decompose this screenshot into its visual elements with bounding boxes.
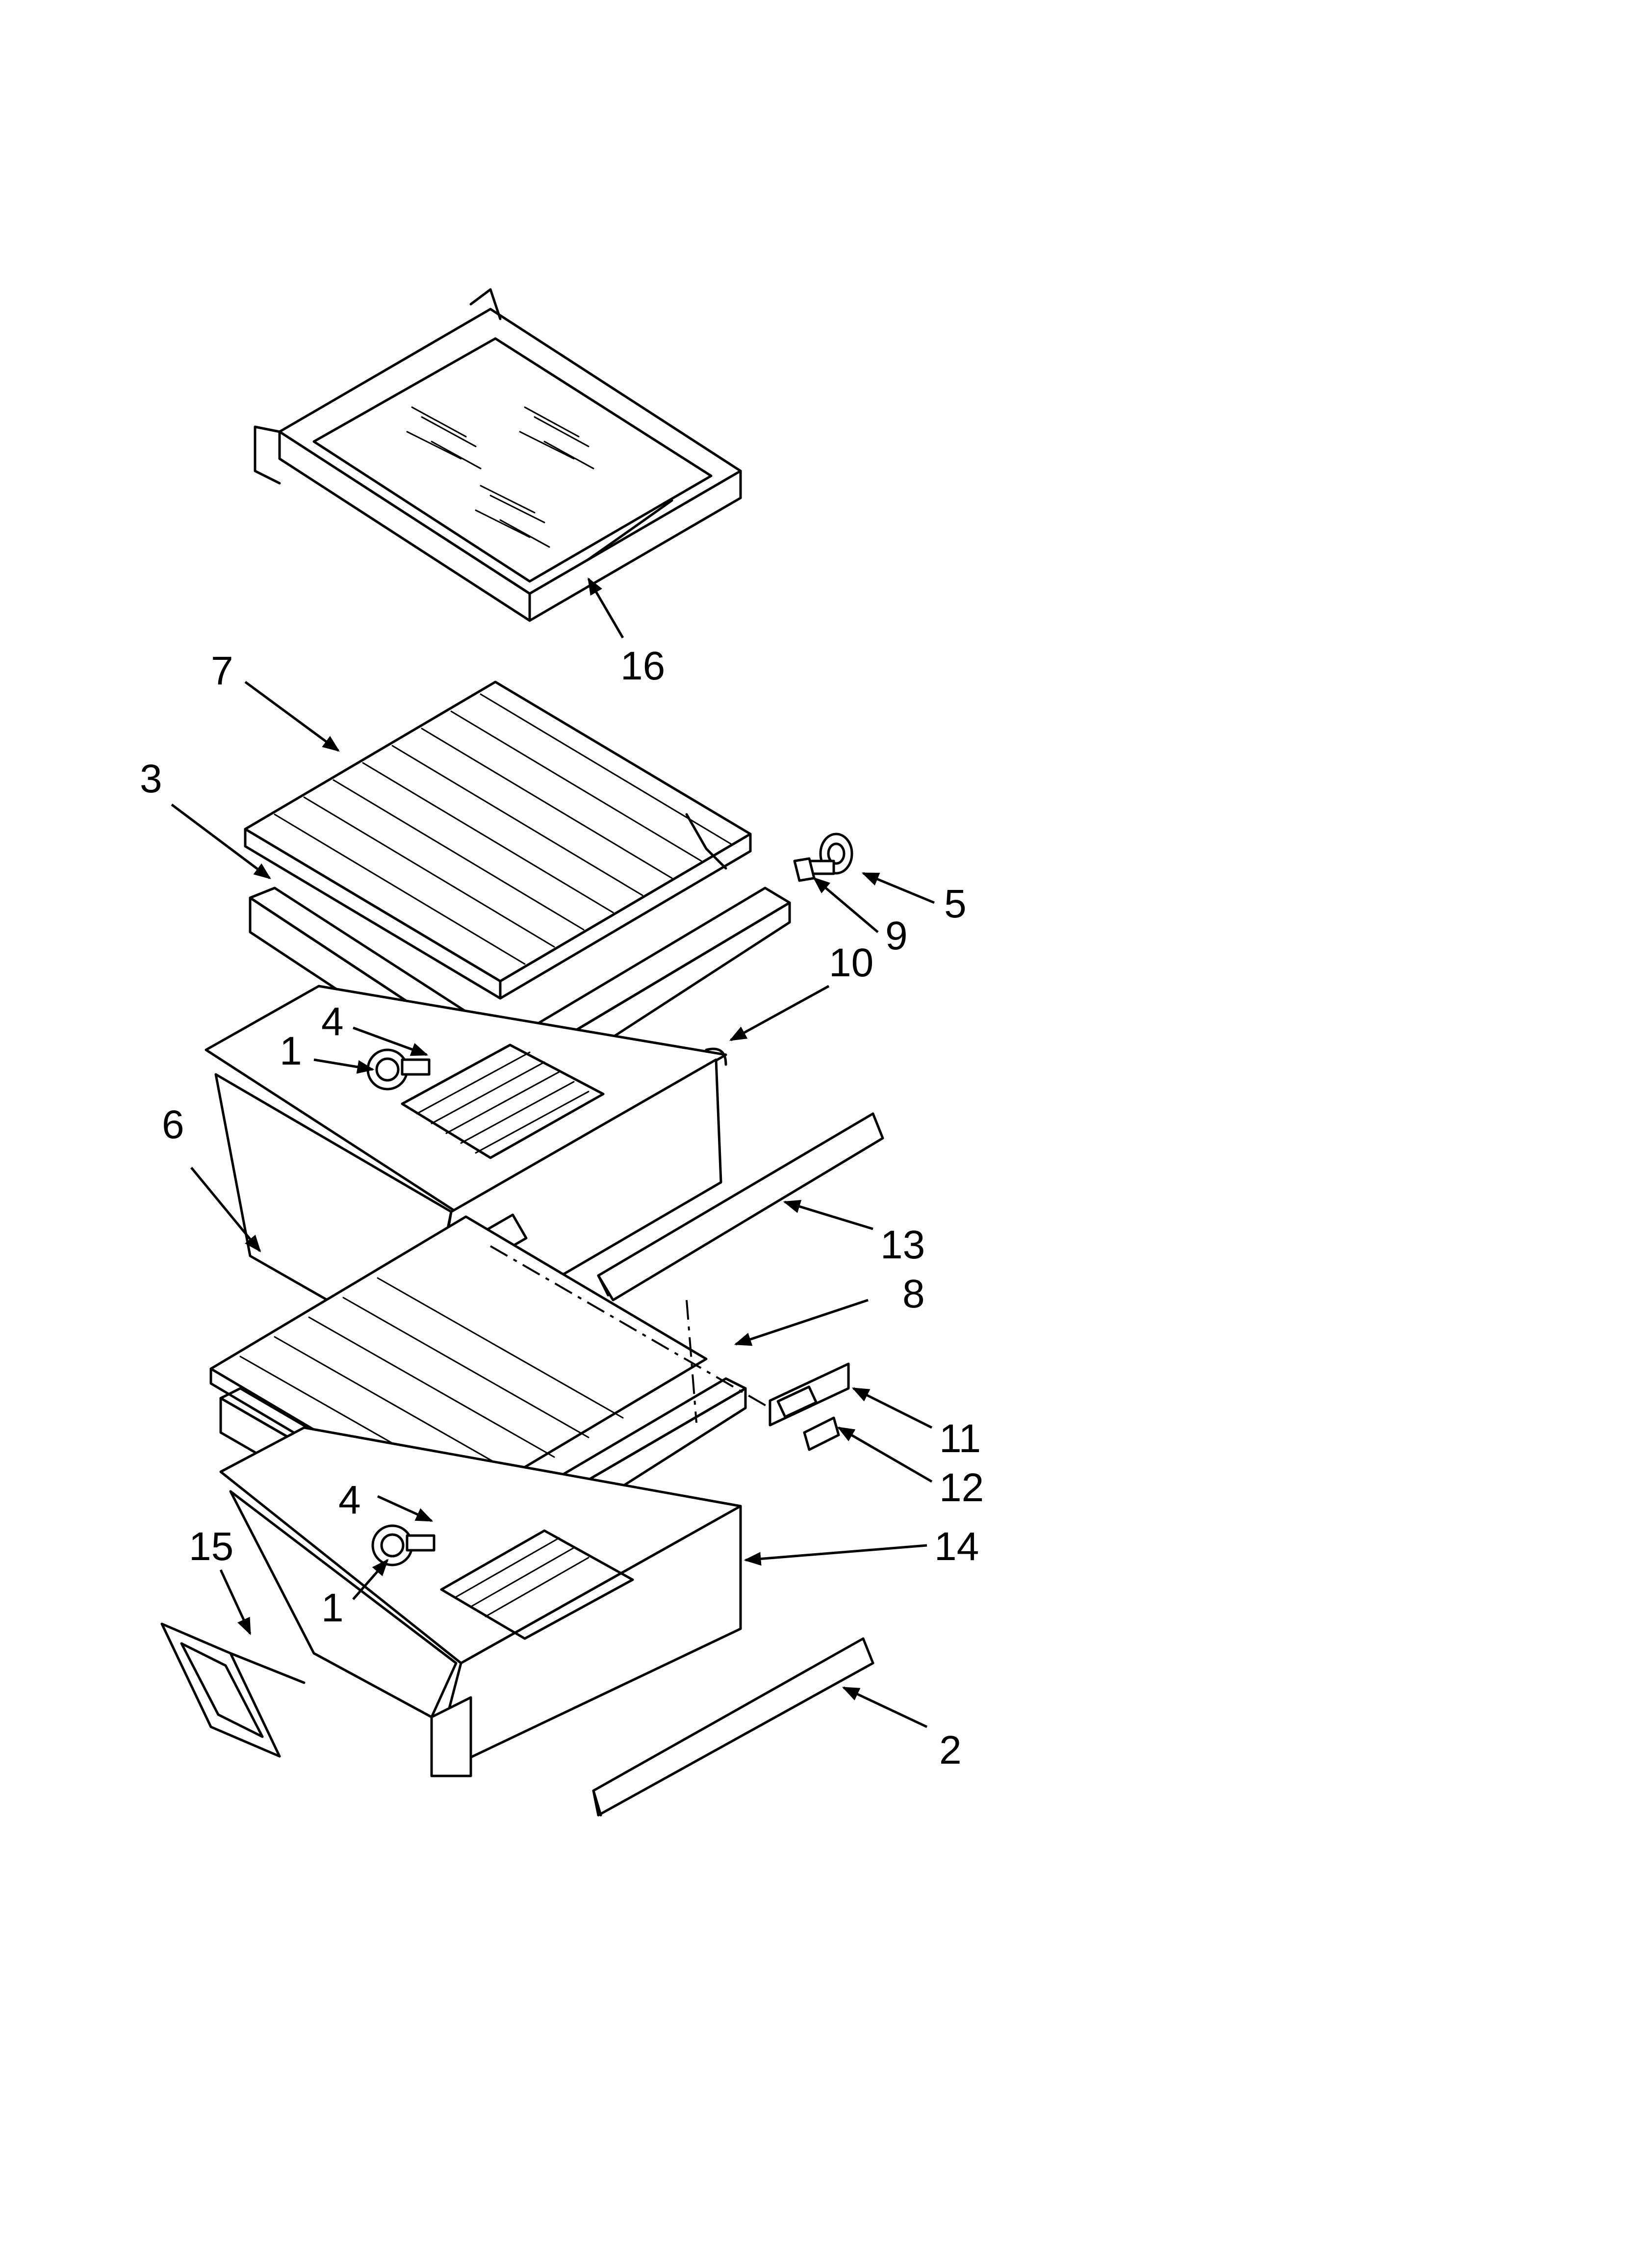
callout-7: 7	[211, 649, 233, 693]
callout-1-lower: 1	[321, 1586, 344, 1630]
callout-4-upper: 4	[321, 999, 344, 1044]
part-2-bottom-rail	[592, 1637, 874, 1817]
callout-5: 5	[944, 882, 967, 926]
callout-3: 3	[140, 756, 162, 801]
part-15-label-window	[160, 1622, 306, 1758]
callout-15: 15	[189, 1524, 233, 1569]
callout-10: 10	[829, 940, 873, 985]
part-14-lower-drawer	[219, 1426, 742, 1777]
callout-16: 16	[620, 644, 665, 688]
part-7-glass-shelf	[244, 680, 752, 1000]
leader-lines	[171, 577, 935, 1728]
callout-4-lower: 4	[338, 1478, 361, 1522]
callout-9: 9	[885, 913, 908, 958]
callout-11: 11	[939, 1416, 981, 1461]
callout-12: 12	[939, 1465, 984, 1510]
callout-2: 2	[939, 1728, 962, 1773]
callout-6: 6	[162, 1102, 184, 1147]
part-5-9-roller	[793, 833, 853, 882]
part-11-12-clips	[769, 1362, 850, 1451]
callout-labels: 16 7 3 5 9 10 4 1 6 13 8 11 12 4 15 14 1…	[140, 644, 984, 1773]
callout-13: 13	[880, 1223, 925, 1267]
callout-1-upper: 1	[280, 1029, 302, 1073]
callout-8: 8	[902, 1272, 925, 1316]
part-16-top-shelf	[254, 288, 742, 622]
alignment-lines	[489, 1245, 771, 1423]
part-13-trim-rail	[597, 1112, 884, 1302]
callout-14: 14	[934, 1524, 979, 1569]
